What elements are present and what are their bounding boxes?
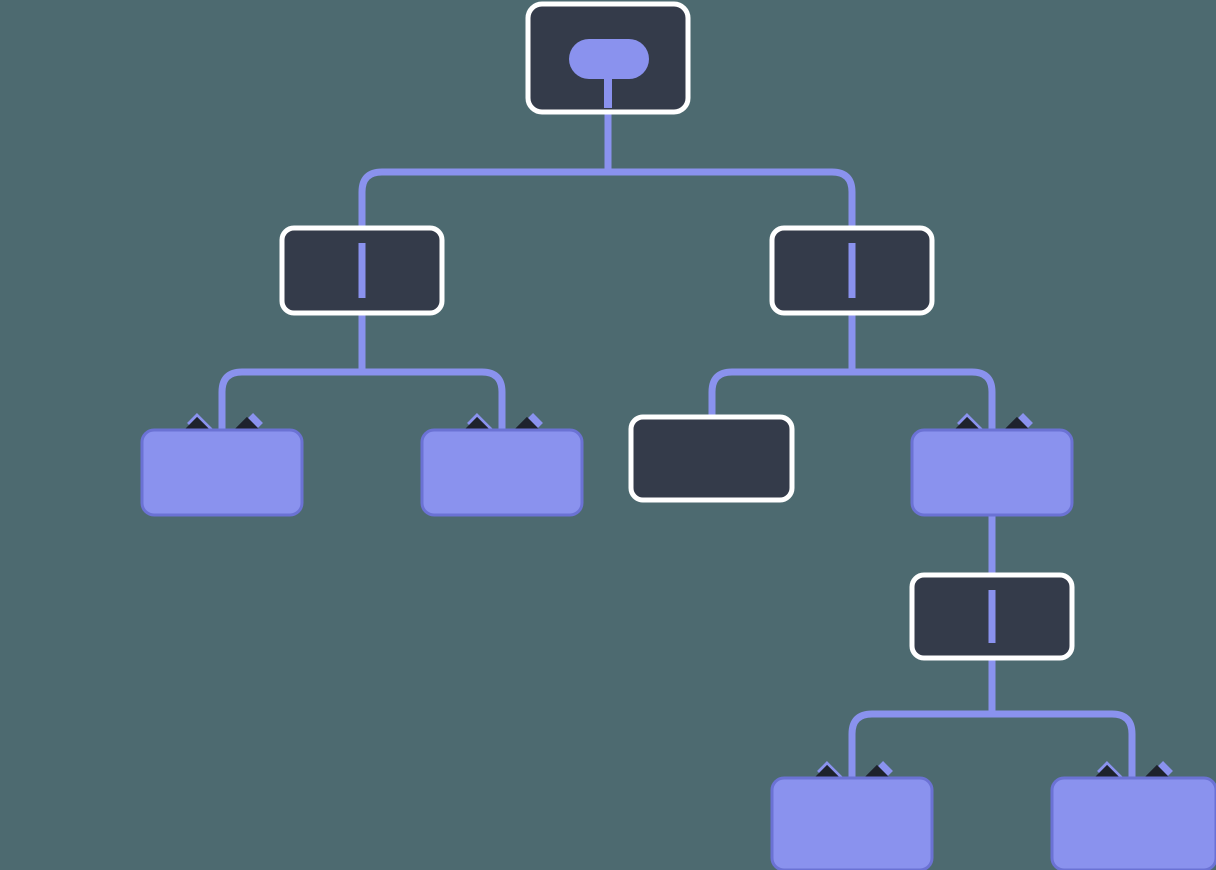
node-leaf-4[interactable] — [1050, 776, 1216, 870]
root-pill-group — [569, 39, 649, 108]
edge-l2left-to-leaf1[interactable] — [218, 368, 362, 437]
root-pill-stem — [604, 58, 612, 108]
edge-l2right-to-branch-purple[interactable] — [852, 368, 996, 437]
node-leaf-2[interactable] — [420, 428, 584, 517]
node-branch-purple[interactable] — [910, 428, 1074, 517]
edge-through-node-layer — [358, 243, 996, 643]
node-level3-dark[interactable] — [628, 414, 795, 503]
purple-node-layer — [140, 428, 1216, 870]
edge-level4-to-leaf3[interactable] — [848, 710, 992, 785]
edge-l2left-to-leaf2[interactable] — [362, 368, 506, 437]
edge-l2right-to-level3dark[interactable] — [708, 368, 852, 419]
edge-level4-to-leaf4[interactable] — [992, 710, 1136, 785]
node-leaf-3[interactable] — [770, 776, 934, 870]
edge-root-to-level2-right[interactable] — [608, 168, 856, 315]
root-pill-icon[interactable] — [569, 39, 649, 79]
edge-root-to-level2-left[interactable] — [358, 168, 608, 315]
node-leaf-1[interactable] — [140, 428, 304, 517]
